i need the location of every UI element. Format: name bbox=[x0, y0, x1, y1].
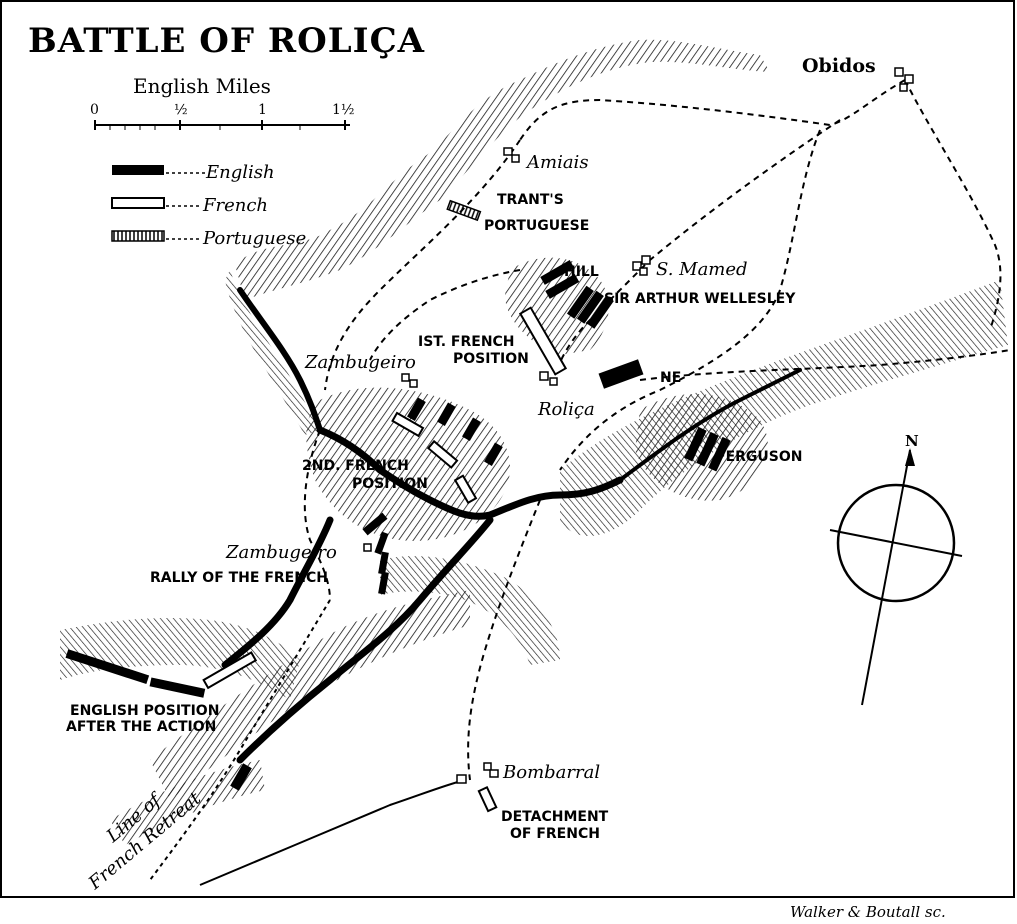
label-ne: NE bbox=[660, 370, 681, 386]
label-wellesley: SIR ARTHUR WELLESLEY bbox=[604, 291, 796, 307]
hill-ferguson bbox=[635, 393, 768, 501]
legend-swatch-french bbox=[111, 197, 165, 209]
place-obidos: Obidos bbox=[802, 55, 876, 77]
village-zambugeiro-south bbox=[363, 543, 372, 552]
scale-label: English Miles bbox=[133, 74, 271, 98]
label-ferguson: FERGUSON bbox=[716, 449, 802, 465]
scale-tick-0: 0 bbox=[90, 102, 99, 118]
road-amiais-west bbox=[324, 139, 521, 391]
road-rolica-north bbox=[369, 269, 521, 361]
place-zambugeiro-north: Zambugeiro bbox=[304, 352, 416, 373]
engraver-credit: Walker & Boutall sc. bbox=[790, 903, 946, 921]
compass-rose bbox=[829, 448, 963, 706]
french-detachment bbox=[477, 786, 498, 813]
french-first-position bbox=[518, 306, 568, 376]
label-english-position-2: AFTER THE ACTION bbox=[66, 719, 216, 735]
ridge-north-west bbox=[225, 270, 320, 435]
label-first-position-2: POSITION bbox=[453, 351, 529, 367]
label-detachment-1: DETACHMENT bbox=[501, 809, 609, 825]
place-bombarral: Bombarral bbox=[502, 762, 600, 783]
scale-bar bbox=[94, 120, 350, 130]
village-amiais bbox=[503, 147, 520, 163]
scale-tick-half: ½ bbox=[174, 102, 188, 118]
ridge-far-south bbox=[110, 760, 265, 845]
ridge-southwest bbox=[60, 618, 300, 700]
village-smamed bbox=[632, 255, 651, 276]
label-second-position-1: 2ND. FRENCH bbox=[302, 458, 409, 474]
map-title: BATTLE OF ROLIÇA bbox=[28, 21, 425, 61]
label-trants-1: TRANT'S bbox=[497, 192, 564, 208]
label-english-position-1: ENGLISH POSITION bbox=[70, 703, 219, 719]
scale-tick-1-half: 1½ bbox=[332, 102, 354, 118]
legend-english-label: English bbox=[205, 162, 275, 183]
legend-french-label: French bbox=[202, 195, 268, 216]
village-zambugeiro-north bbox=[401, 373, 418, 388]
label-first-position-1: IST. FRENCH bbox=[418, 334, 515, 350]
portuguese-troops bbox=[446, 199, 482, 222]
legend-swatch-english bbox=[112, 165, 164, 175]
road-south bbox=[467, 499, 541, 781]
label-trants-2: PORTUGUESE bbox=[484, 218, 589, 234]
troop-trants-portuguese bbox=[446, 199, 482, 222]
place-rolica: Roliça bbox=[537, 399, 595, 420]
road-obidos-smamed bbox=[649, 119, 841, 261]
village-bombarral bbox=[456, 762, 499, 784]
legend bbox=[111, 165, 205, 242]
village-obidos bbox=[894, 67, 914, 92]
label-second-position-2: POSITION bbox=[352, 476, 428, 492]
scale-tick-1: 1 bbox=[258, 102, 267, 118]
road-bombarral bbox=[199, 779, 466, 886]
french-troops bbox=[202, 306, 568, 813]
english-troops bbox=[65, 260, 731, 791]
ridge-north bbox=[235, 39, 770, 300]
label-rally: RALLY OF THE FRENCH bbox=[150, 570, 328, 586]
road-obidos-east bbox=[904, 79, 1002, 331]
place-amiais: Amiais bbox=[525, 152, 589, 173]
road-zambugeiro-sw bbox=[303, 429, 331, 601]
ridge-central bbox=[306, 387, 510, 541]
place-s-mamed: S. Mamed bbox=[656, 259, 748, 280]
road-east bbox=[639, 349, 1011, 381]
road-smamed-south bbox=[559, 129, 821, 471]
legend-portuguese-label: Portuguese bbox=[202, 228, 306, 249]
label-detachment-2: OF FRENCH bbox=[510, 826, 600, 842]
label-hill: HILL bbox=[564, 264, 599, 280]
road-obidos-amiais bbox=[519, 79, 906, 141]
escarpments bbox=[221, 287, 802, 764]
compass-north-label: N bbox=[905, 432, 919, 450]
legend-swatch-portuguese bbox=[111, 230, 165, 242]
roads bbox=[149, 79, 1011, 881]
map-frame bbox=[0, 0, 1015, 898]
place-zambugeiro-south: Zambugeiro bbox=[225, 542, 337, 563]
village-rolica bbox=[539, 371, 558, 386]
ridge-south-center bbox=[380, 556, 560, 665]
villages bbox=[363, 67, 914, 784]
ridge-east bbox=[560, 280, 1008, 537]
